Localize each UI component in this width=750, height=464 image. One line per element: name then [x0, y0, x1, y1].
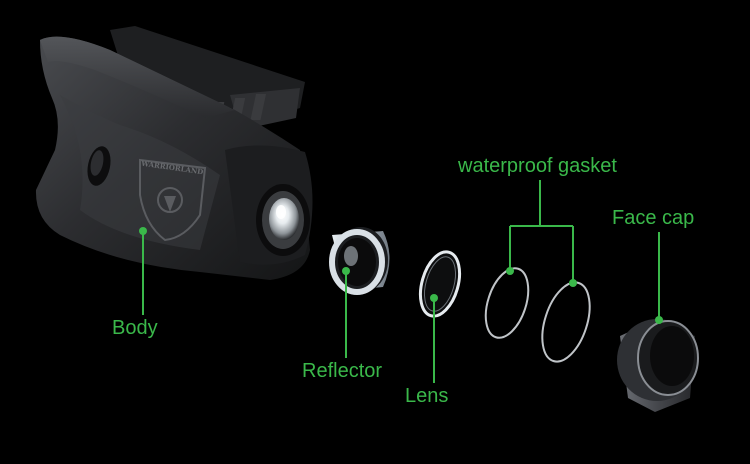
callout-lines	[142, 180, 660, 383]
callout-reflector: Reflector	[302, 360, 383, 382]
callout-face-cap: Face cap	[612, 207, 695, 229]
light-body: WARRIORLAND	[35, 26, 313, 280]
face-cap-part	[617, 319, 699, 412]
lens-part	[418, 250, 462, 318]
callout-body: Body	[112, 317, 158, 339]
callout-lens: Lens	[405, 385, 449, 407]
reflector-part	[329, 227, 390, 295]
callout-waterproof-gasket: waterproof gasket	[458, 155, 617, 177]
gasket-front	[484, 267, 530, 339]
callout-dots	[139, 227, 663, 324]
gasket-rear	[541, 281, 591, 363]
